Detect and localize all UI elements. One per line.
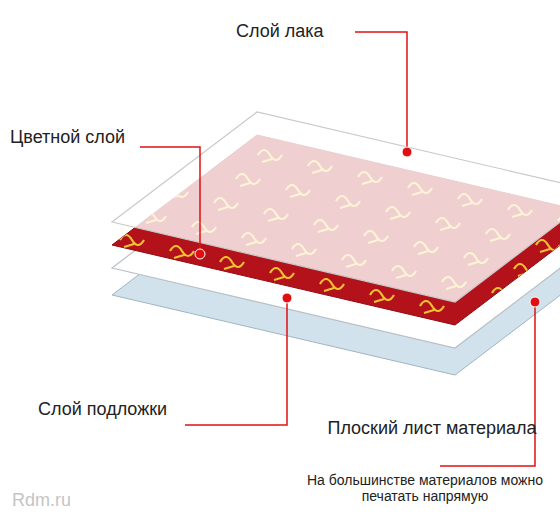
leader-line — [355, 32, 407, 152]
pattern-stroke — [470, 312, 494, 324]
pattern-stroke — [536, 240, 560, 252]
pattern-stroke — [420, 301, 444, 313]
leader-dot — [282, 293, 292, 303]
pattern-stroke — [492, 288, 516, 300]
layer-label: Плоский лист материала — [322, 418, 542, 439]
pattern-stroke — [514, 264, 538, 276]
leader-line — [185, 298, 287, 425]
pattern-stroke — [520, 323, 544, 335]
leader-line — [140, 147, 200, 254]
leader-dot — [530, 297, 540, 307]
leader-dot — [195, 249, 205, 259]
pattern-stroke — [542, 299, 560, 311]
layer-label: Слой подложки — [38, 399, 167, 420]
pattern-stroke — [220, 257, 244, 269]
pattern-stroke — [370, 290, 394, 302]
watermark: Rdm.ru — [12, 490, 71, 511]
note-text: На большинстве материалов можно печатать… — [296, 472, 554, 504]
pattern-stroke — [320, 279, 344, 291]
leader-dot — [402, 147, 412, 157]
pattern-stroke — [270, 268, 294, 280]
layer-label: Слой лака — [236, 21, 324, 42]
leader-line — [440, 302, 535, 466]
lacquer-layer — [112, 112, 560, 302]
pattern-stroke — [120, 235, 144, 247]
layer-label: Цветной слой — [10, 127, 125, 148]
pattern-stroke — [170, 246, 194, 258]
